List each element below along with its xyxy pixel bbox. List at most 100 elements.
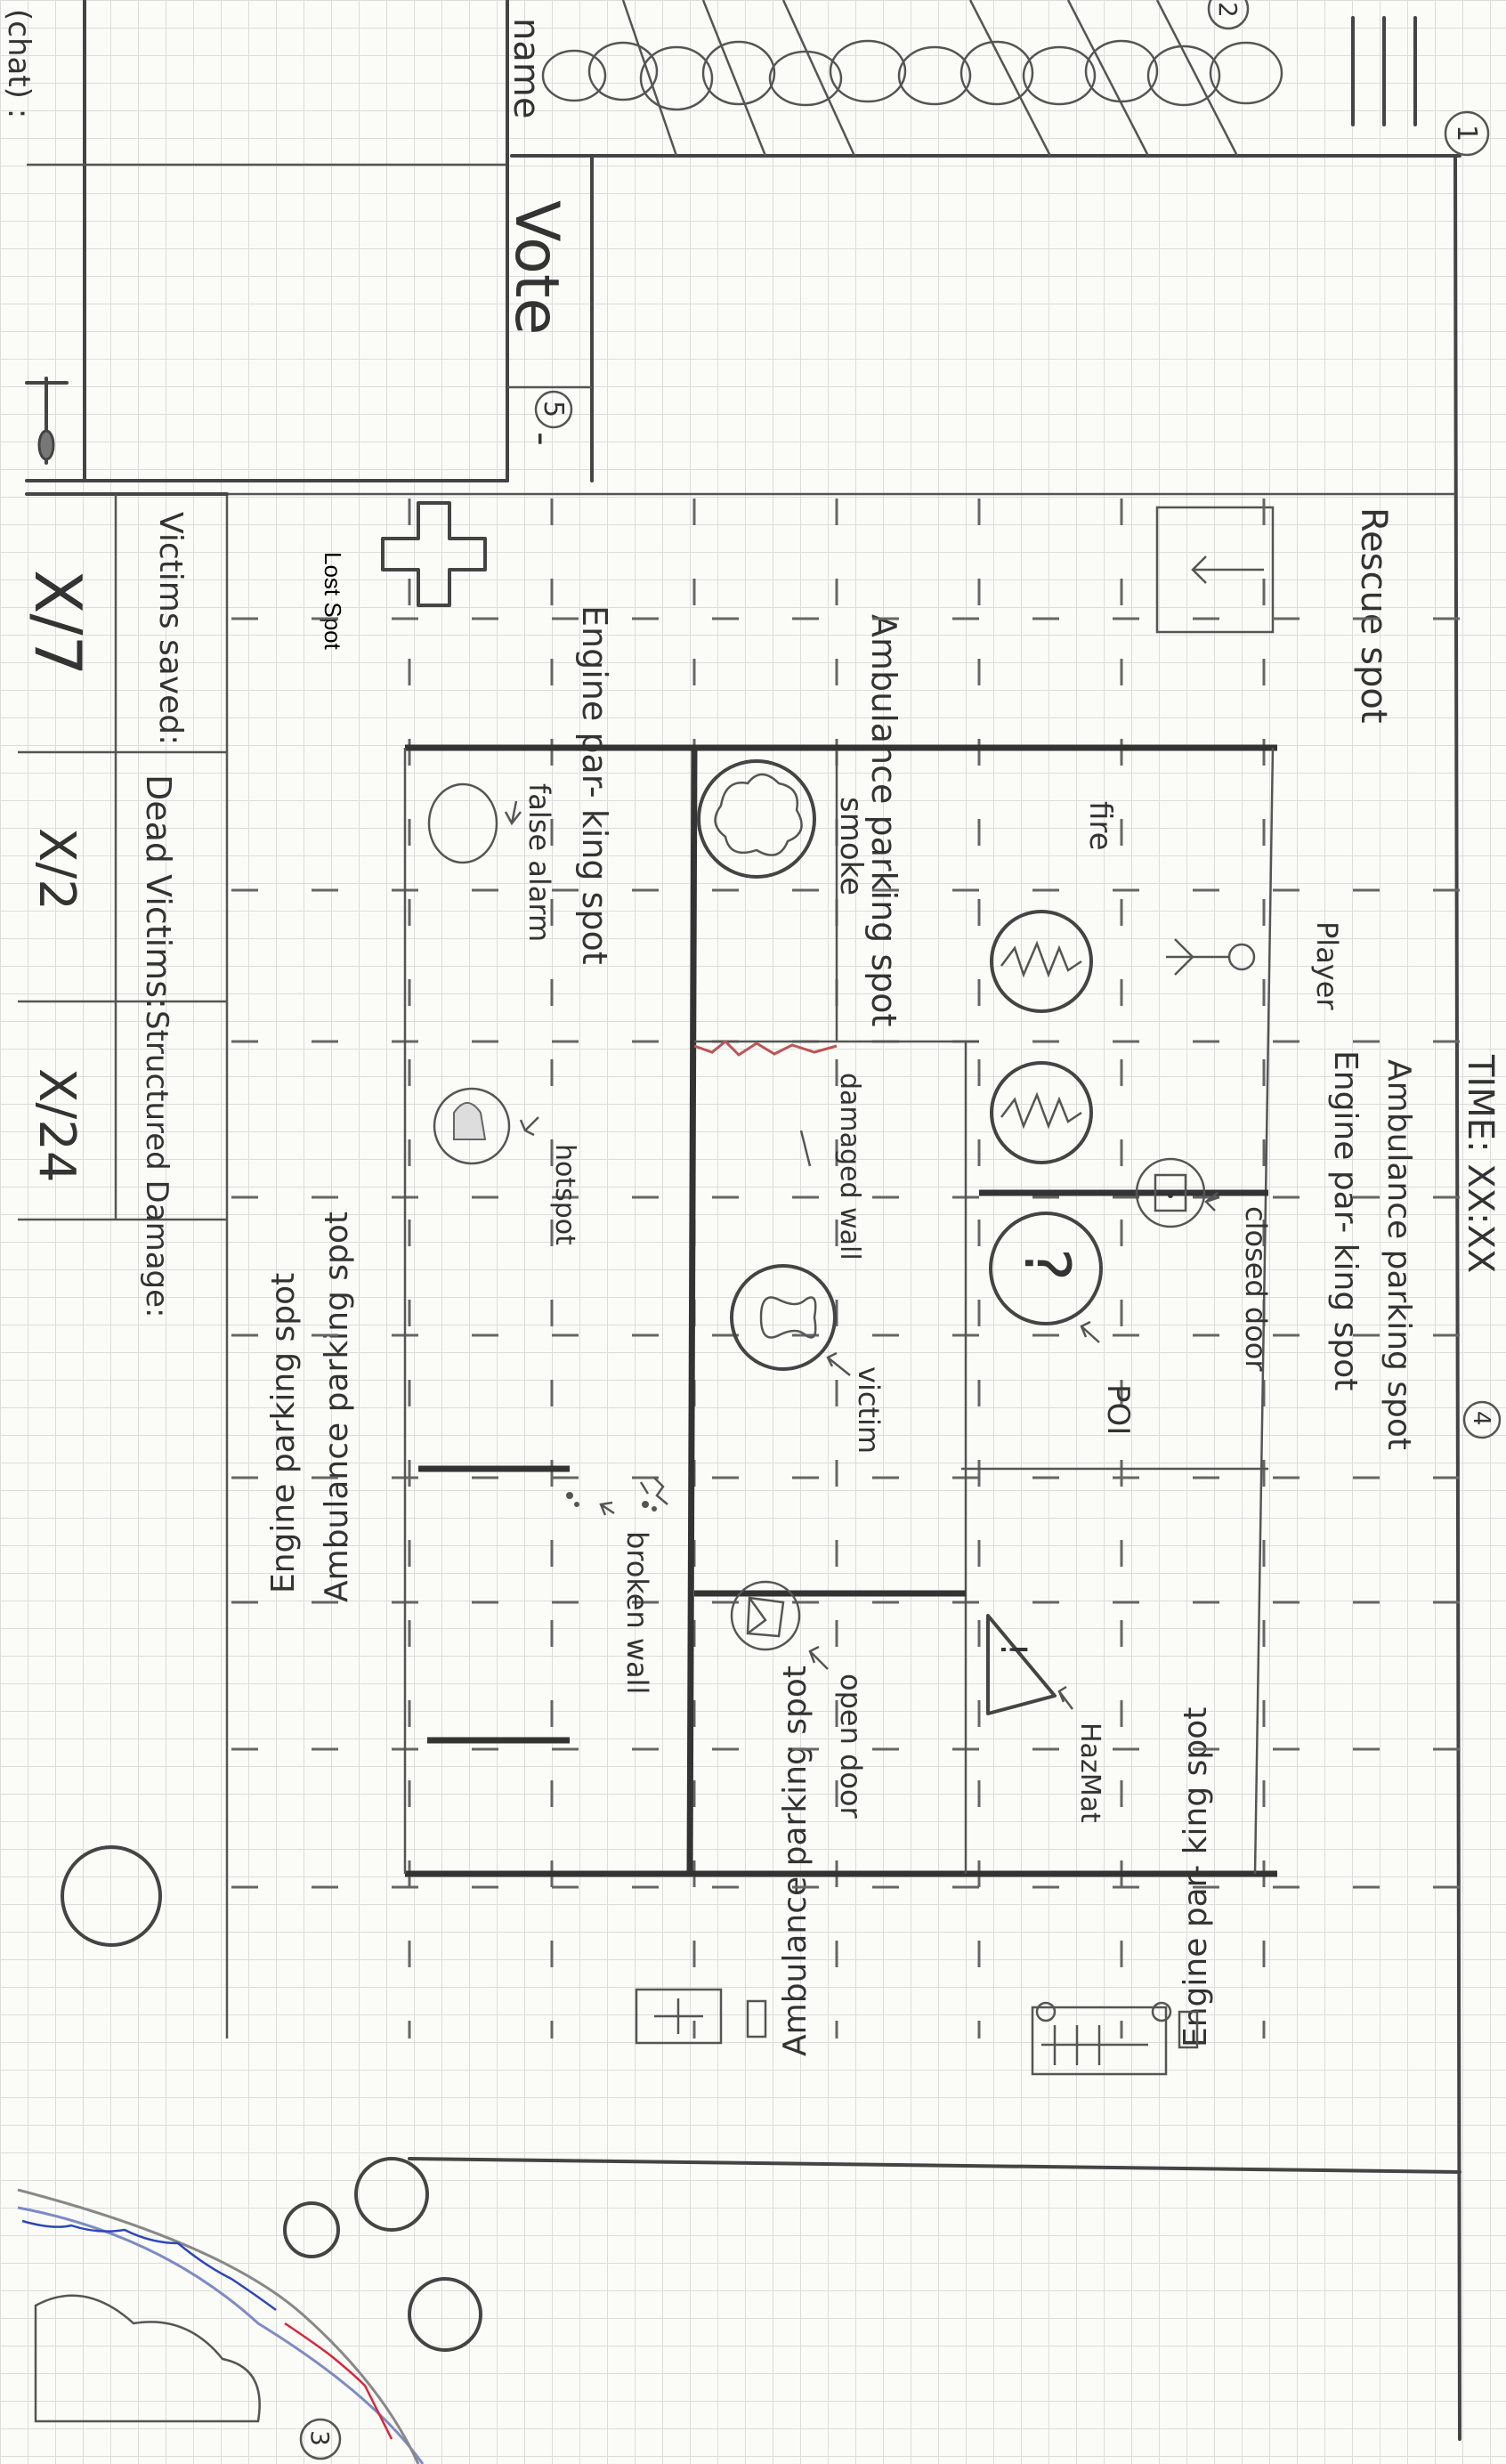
player-label: Player: [1310, 921, 1344, 1010]
open-door-icon: [746, 1596, 785, 1638]
rescue-spot-label: Rescue spot: [1353, 507, 1394, 724]
closed-door-icon: [1154, 1173, 1187, 1212]
hazmat-label: HazMat: [1074, 1722, 1105, 1823]
arrow-icon: [1057, 1685, 1073, 1710]
lost-spot[interactable]: Lost Spot: [320, 501, 487, 651]
fire-engine-token[interactable]: [1031, 2001, 1199, 2076]
players-strip: 2: [541, 0, 1283, 157]
false-alarm-token[interactable]: false alarm: [427, 782, 556, 942]
name-label: name: [506, 18, 547, 118]
player-token[interactable]: Player: [1166, 921, 1344, 1010]
players-hatching: [621, 0, 1239, 157]
hotspot-token[interactable]: hotspot: [433, 1087, 580, 1245]
fire-engine-icon: [1031, 2006, 1168, 2076]
victim-icon: [730, 1264, 837, 1371]
closed-door-label: closed door: [1239, 1206, 1273, 1372]
victims-saved-value: X/7: [20, 570, 95, 676]
victim-label: victim: [852, 1366, 886, 1454]
arrow-left-icon: [1191, 555, 1264, 584]
damaged-wall-icon: [693, 1039, 838, 1057]
ambulance-parking-left-label: Ambulance parking spot: [319, 1212, 355, 1602]
time-display: TIME: XX:XX: [1460, 1054, 1501, 1273]
vote-marker-circle: [534, 390, 573, 429]
time-marker: 4: [1468, 1411, 1494, 1426]
fire-icon-2: [990, 1061, 1093, 1164]
closed-door-token[interactable]: closed door: [1135, 1157, 1273, 1372]
victims-saved-label: Victims saved:: [152, 512, 189, 745]
engine-parking-left-label: Engine parking spot: [265, 1273, 302, 1593]
bottom-chat-area[interactable]: 3: [17, 1845, 482, 2464]
red-wave-icon: [284, 2322, 393, 2440]
dead-victims-label: Dead Victims:: [139, 774, 178, 1009]
rescue-spot-box: [1155, 506, 1275, 634]
structural-damage-value: X/24: [28, 1068, 85, 1183]
menu-button[interactable]: [1351, 16, 1417, 126]
ambulance-parking-top-label: Ambulance parking spot: [864, 614, 903, 1026]
rescue-spot[interactable]: Rescue spot: [1155, 506, 1394, 724]
house-walls: [403, 744, 1277, 1877]
hazmat-icon: [986, 1614, 1057, 1715]
bottom-frame-line: [408, 2157, 1461, 2174]
broken-wall-label: broken wall: [620, 1531, 654, 1694]
poi-symbol: ?: [1010, 1248, 1083, 1281]
open-door-label: open door: [834, 1674, 868, 1820]
hazmat-token[interactable]: ! HazMat: [986, 1614, 1105, 1823]
blue-wave-icon: [21, 2219, 277, 2312]
chat-marker-circle: [299, 2418, 342, 2460]
broken-wall[interactable]: broken wall: [566, 1477, 668, 1694]
arrow-icon: [504, 800, 522, 826]
chat-marker: 3: [305, 2430, 335, 2446]
engine-parking-top-label: Engine par- king spot: [575, 605, 614, 965]
player-tokens[interactable]: [541, 39, 1283, 111]
victim-token[interactable]: victim: [730, 1264, 886, 1454]
poi-icon: [989, 1212, 1103, 1325]
chat-send-icon[interactable]: [25, 377, 69, 465]
ambulance-parking-right-label: Ambulance parking spot: [1380, 1059, 1417, 1450]
right-frame-line: [1453, 154, 1461, 2441]
player-silhouette-icon: [34, 2294, 261, 2423]
engine-parking-bottom-label: Engine par- king spot: [1178, 1707, 1214, 2047]
arrow-icon: [808, 1645, 829, 1670]
chat-panel[interactable]: (chat) :: [1, 0, 509, 482]
damaged-wall[interactable]: damaged wall: [693, 1039, 865, 1260]
fire-label: fire: [1082, 801, 1118, 851]
arrow-icon: [519, 1116, 539, 1137]
false-alarm-label: false alarm: [522, 783, 556, 942]
structural-damage-label: Structured Damage:: [139, 1010, 174, 1317]
dead-victims-value: X/2: [28, 828, 85, 911]
arrow-icon: [1080, 1320, 1100, 1343]
false-alarm-icon: [427, 782, 498, 864]
poi-token[interactable]: ? POI: [989, 1212, 1136, 1435]
fire-token-2[interactable]: [990, 1061, 1093, 1164]
arrow-icon: [599, 1501, 615, 1516]
hotspot-icon: [433, 1087, 511, 1165]
hotspot-label: hotspot: [549, 1144, 580, 1245]
damaged-wall-label: damaged wall: [834, 1073, 865, 1260]
engine-parking-right-label: Engine par- king spot: [1327, 1050, 1364, 1390]
arrow-icon: [1204, 1192, 1220, 1212]
chat-bubble-icon[interactable]: [61, 1845, 162, 1947]
broken-wall-icon: [639, 1477, 668, 1505]
smoke-token[interactable]: smoke: [697, 759, 869, 896]
vote-marker: 5: [538, 401, 569, 417]
vote-minus-button[interactable]: -: [520, 432, 565, 446]
smoke-label: smoke: [833, 797, 869, 896]
fire-token[interactable]: fire: [990, 801, 1118, 1013]
ambulance-parking-bottom-label: Ambulance parking spot: [777, 1666, 814, 2056]
arrow-icon: [826, 1351, 851, 1376]
poi-label: POI: [1100, 1384, 1136, 1435]
ambulance-icon: [635, 1988, 723, 2045]
vote-panel[interactable]: name Vote 5 -: [501, 0, 594, 482]
smoke-icon: [697, 759, 816, 879]
open-door-token[interactable]: open door: [730, 1580, 868, 1820]
vote-label: Vote: [501, 200, 571, 335]
player-icon: [1227, 943, 1256, 971]
chat-label: (chat) :: [1, 9, 36, 118]
players-marker: 2: [1213, 2, 1243, 18]
lost-spot-label: Lost Spot: [320, 552, 346, 651]
ambulance-token[interactable]: [635, 1988, 767, 2045]
time-marker-circle: [1462, 1400, 1502, 1439]
fire-icon: [990, 910, 1093, 1013]
